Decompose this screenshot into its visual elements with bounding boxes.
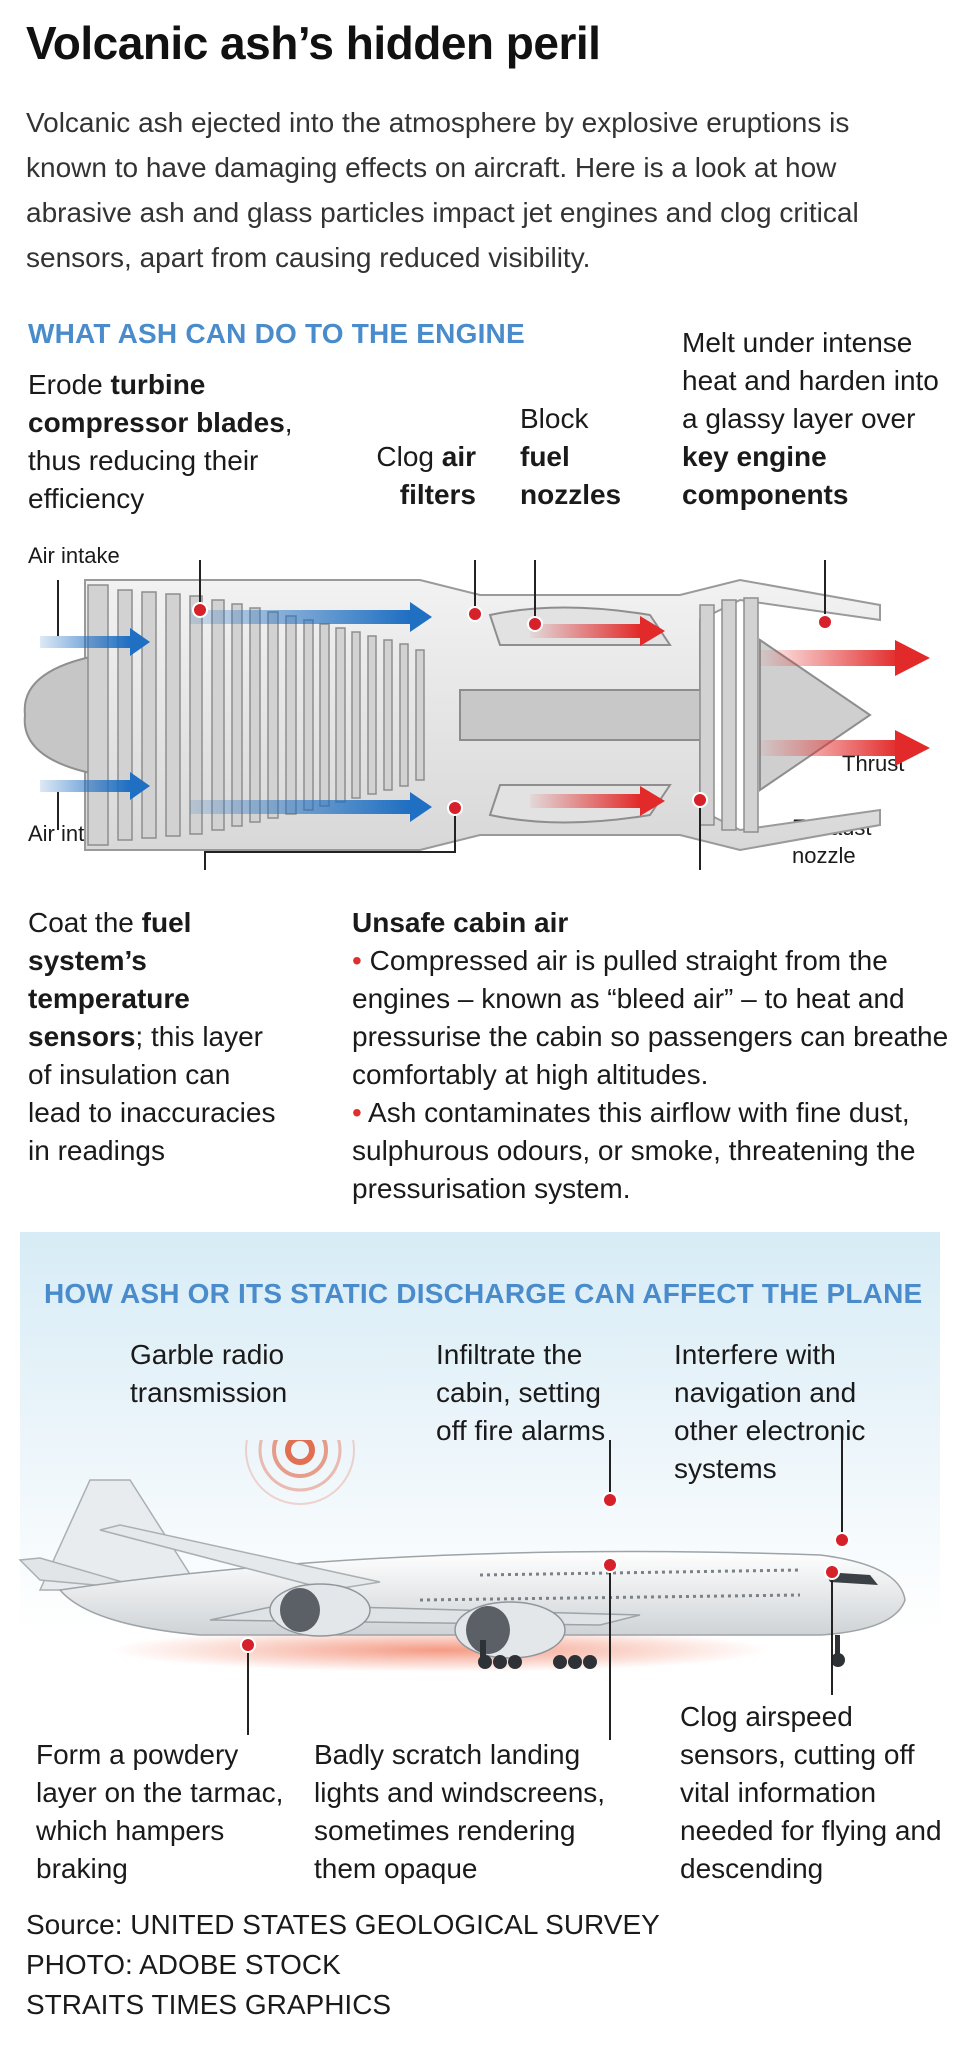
engine-section-heading: WHAT ASH CAN DO TO THE ENGINE [28,318,525,349]
plane-markers [240,1492,850,1653]
source-line: Source: UNITED STATES GEOLOGICAL SURVEY [26,1909,660,1940]
garble-label: Garble radio transmission [130,1339,288,1408]
engine-markers [192,602,833,816]
cabin-air-heading: Unsafe cabin air [352,907,569,938]
clog-label: Clog air filters [376,441,476,510]
turbine-blades [699,597,759,833]
coat-label: Coat the fuel system’s temperature senso… [28,907,276,1166]
airspeed-label: Clog airspeed sensors, cutting off vital… [680,1701,942,1884]
erode-label: Erode turbine compressor blades, thus re… [28,369,293,514]
landing-gear [478,1635,845,1669]
plane-section-heading: HOW ASH OR ITS STATIC DISCHARGE CAN AFFE… [44,1278,923,1309]
cabin-bullet-1: Compressed air is pulled straight from t… [352,945,949,1090]
interfere-label: Interfere with navigation and other elec… [674,1339,866,1484]
air-intake-top-label: Air intake [28,543,120,568]
airplane-illustration [18,1440,906,1740]
wing-far [99,1524,381,1591]
cabin-air-block: Unsafe cabin air • Compressed air is pul… [352,904,952,1208]
infiltrate-label: Infiltrate the cabin, setting off fire a… [436,1339,606,1446]
scratch-label: Badly scratch landing lights and windscr… [314,1739,606,1884]
tarmac-label: Form a powdery layer on the tarmac, whic… [36,1739,284,1884]
radio-wave-icon [245,1440,355,1505]
plane-leader-lines [247,1440,843,1740]
engine-leader-lines [57,560,826,870]
hot-gas-arrows [530,616,930,816]
melt-label: Melt under intense heat and harden into … [682,327,939,510]
bullet-marker: • [352,1097,362,1128]
bullet-marker: • [352,945,362,976]
cabin-bullet-2: Ash contaminates this airflow with fine … [352,1097,916,1204]
air-intake-arrows [40,602,432,822]
tarmac-glow [110,1628,770,1672]
graphics-credit: STRAITS TIMES GRAPHICS [26,1989,392,2020]
page-title: Volcanic ash’s hidden peril [26,17,601,69]
block-label: Block fuel nozzles [520,403,622,510]
nose-cone [23,653,101,777]
source-credits: Source: UNITED STATES GEOLOGICAL SURVEY … [26,1905,660,2025]
intro-paragraph: Volcanic ash ejected into the atmosphere… [26,107,859,273]
photo-credit: PHOTO: ADOBE STOCK [26,1949,341,1980]
engine-casing [84,578,881,852]
jet-engine-diagram [23,560,930,870]
